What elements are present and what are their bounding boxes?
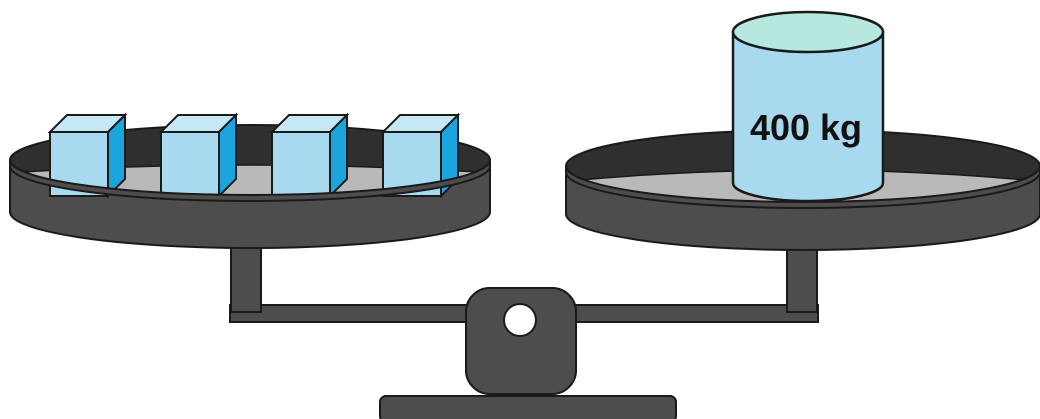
left-pan-lip: [9, 159, 491, 202]
weight-label: 400 kg: [750, 107, 862, 148]
scale-base: [379, 395, 677, 419]
cylinder-body: [731, 30, 885, 203]
left-post: [230, 237, 262, 313]
right-pan-lip: [565, 165, 1040, 209]
weight-cylinder: 400 kg: [731, 10, 885, 203]
cube-4: [380, 112, 461, 199]
cube-2: [158, 112, 239, 199]
scale-pivot-front: [465, 287, 577, 395]
cube-front-face: [271, 131, 331, 197]
pivot-hole: [503, 303, 537, 337]
cylinder-top: [731, 10, 885, 54]
cube-3: [269, 112, 350, 199]
left-pan: [9, 124, 491, 249]
cube-front-face: [160, 131, 220, 197]
